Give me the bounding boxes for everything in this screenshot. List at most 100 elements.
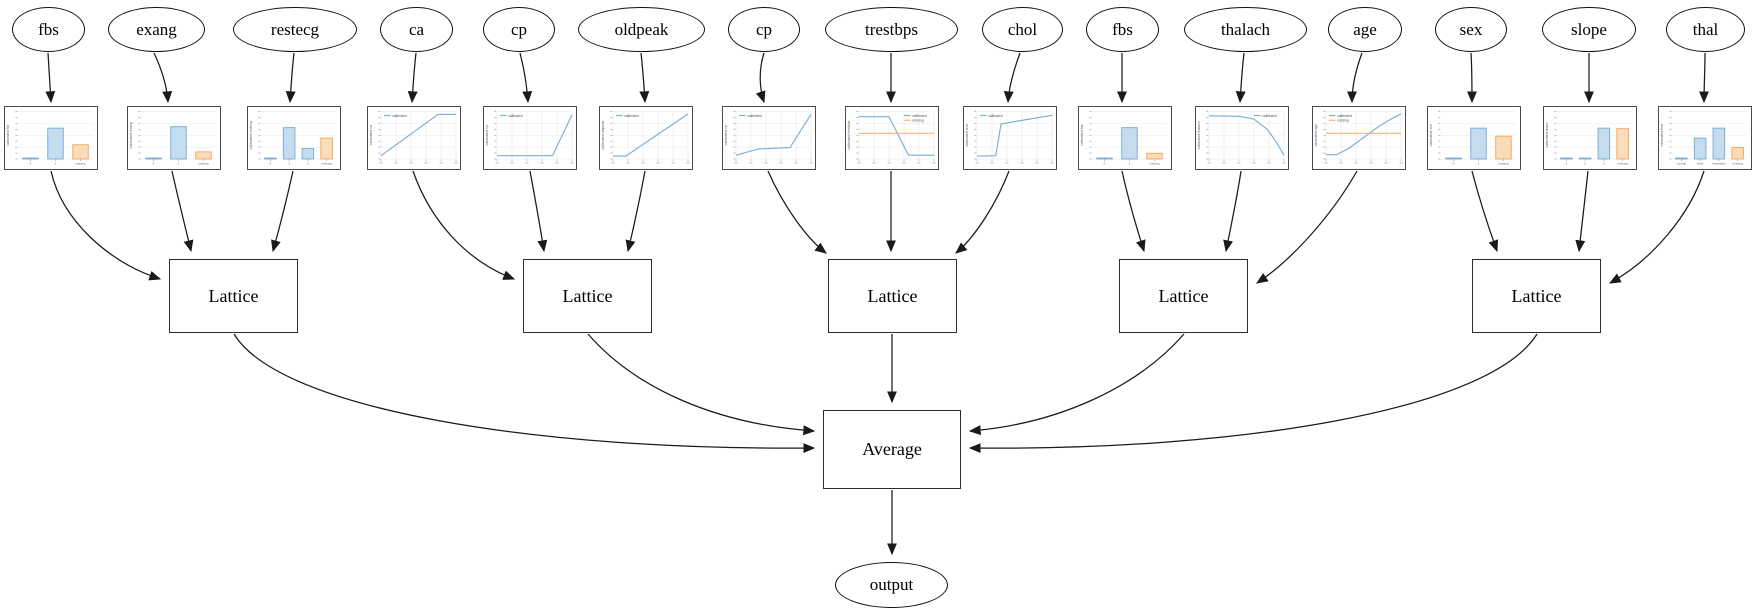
svg-text:2: 2: [307, 161, 309, 165]
feature-label: thalach: [1220, 19, 1271, 39]
svg-text:calibrated age: calibrated age: [1314, 124, 1318, 147]
svg-text:0: 0: [270, 161, 272, 165]
svg-text:missing: missing: [1149, 161, 1160, 165]
svg-text:0: 0: [1104, 161, 1106, 165]
output-label: output: [869, 575, 914, 594]
edge: [767, 170, 827, 254]
edge: [1235, 52, 1246, 104]
svg-text:missing: missing: [75, 161, 86, 165]
edge: [285, 52, 296, 104]
edge: [955, 170, 1010, 254]
feature-node-chol: chol: [982, 7, 1063, 52]
edge: [1223, 170, 1242, 253]
average-node: Average: [823, 410, 961, 489]
feature-node-thal: thal: [1666, 7, 1745, 52]
feature-node-ca: ca: [380, 7, 453, 52]
edge: [271, 170, 294, 253]
edge: [519, 52, 533, 104]
edge: [1608, 170, 1705, 284]
svg-text:calibrated: calibrated: [392, 114, 407, 118]
svg-text:calibrated sex: calibrated sex: [1429, 124, 1433, 146]
svg-text:missing: missing: [198, 161, 209, 165]
lattice-node-1: Lattice: [169, 259, 298, 333]
feature-node-exang: exang: [108, 7, 205, 52]
svg-text:3: 3: [1603, 161, 1605, 165]
mini-chart-svg: calibrated thalach calibrated: [1197, 111, 1286, 164]
feature-node-fbs: fbs: [12, 7, 85, 52]
feature-node-fbs-2: fbs: [1086, 7, 1159, 52]
lattice-node-4: Lattice: [1119, 259, 1248, 333]
edge: [755, 52, 766, 104]
lattice-label: Lattice: [562, 285, 613, 306]
feature-node-age: age: [1328, 7, 1402, 52]
edge: [1471, 170, 1499, 253]
feature-label: age: [1353, 19, 1377, 39]
feature-label: fbs: [1112, 19, 1133, 39]
edge: [412, 170, 516, 280]
lattice-node-3: Lattice: [828, 259, 957, 333]
feature-label: oldpeak: [614, 19, 669, 39]
svg-text:missing: missing: [1733, 161, 1744, 165]
feature-node-restecg: restecg: [233, 7, 357, 52]
feature-label: fbs: [38, 19, 59, 39]
svg-text:missing: missing: [1618, 161, 1629, 165]
feature-label: cp: [510, 19, 528, 39]
edge: [1467, 52, 1477, 104]
feature-label: restecg: [270, 19, 320, 39]
feature-node-trestbps: trestbps: [825, 7, 958, 52]
edge: [1121, 170, 1146, 253]
feature-node-thalach: thalach: [1184, 7, 1307, 52]
svg-text:0: 0: [1453, 161, 1455, 165]
feature-label: thal: [1692, 19, 1719, 39]
edge: [171, 170, 194, 253]
edge: [1003, 52, 1021, 104]
feature-label: trestbps: [865, 19, 918, 39]
svg-text:calibrated thalach: calibrated thalach: [1197, 121, 1201, 149]
svg-text:1: 1: [288, 161, 290, 165]
feature-node-slope: slope: [1542, 7, 1636, 52]
svg-text:calibrated: calibrated: [1262, 114, 1277, 118]
edge: [625, 170, 646, 253]
svg-text:calibrated: calibrated: [1337, 114, 1352, 118]
lattice-label: Lattice: [1158, 285, 1209, 306]
feature-label: ca: [408, 19, 425, 39]
svg-text:1: 1: [178, 161, 180, 165]
feature-label: chol: [1007, 19, 1038, 39]
lattice-label: Lattice: [867, 285, 918, 306]
lattice-node-2: Lattice: [523, 259, 652, 333]
feature-node-sex: sex: [1435, 7, 1507, 52]
average-label: Average: [862, 439, 922, 459]
feature-label: sex: [1459, 19, 1483, 39]
edge: [968, 333, 1185, 436]
svg-text:0: 0: [30, 161, 32, 165]
svg-text:missing: missing: [1498, 161, 1509, 165]
edge: [968, 333, 1538, 454]
svg-text:calibrated: calibrated: [624, 114, 639, 118]
svg-text:calibrated cp: calibrated cp: [724, 125, 728, 145]
edge: [1256, 170, 1358, 284]
output-node: output: [835, 562, 948, 608]
edge: [45, 52, 56, 104]
svg-text:0: 0: [153, 161, 155, 165]
edge: [1347, 52, 1363, 104]
edge: [233, 333, 816, 454]
edge: [1575, 170, 1589, 253]
svg-text:reversible: reversible: [1712, 161, 1725, 165]
svg-text:missing: missing: [1337, 119, 1349, 123]
